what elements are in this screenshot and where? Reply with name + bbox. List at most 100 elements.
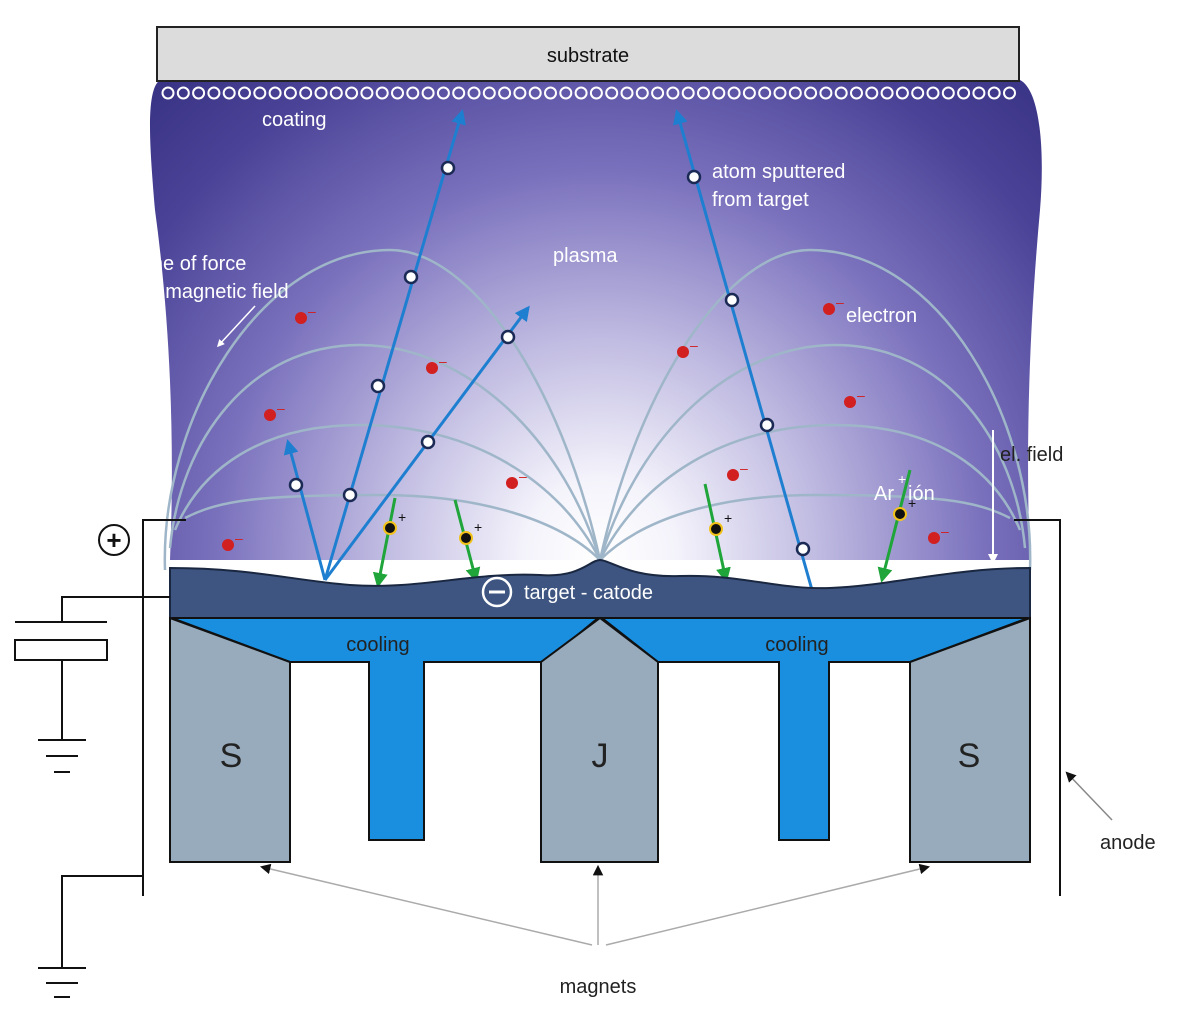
el-field-label: el. field <box>1000 444 1063 466</box>
coating-atom <box>589 86 603 100</box>
coating-atom <box>987 86 1001 100</box>
minus-circle-icon <box>481 576 513 608</box>
target-catode <box>169 558 1031 619</box>
ion-trajectory <box>877 469 912 583</box>
electron <box>727 469 739 481</box>
magnet-right-label: S <box>958 737 981 775</box>
ion-charge-sign: + <box>724 510 732 526</box>
sputtered-atom <box>795 541 811 557</box>
sputtered-atom <box>759 417 775 433</box>
anode-pointer <box>1065 771 1113 821</box>
electron-charge-sign: – <box>857 387 865 403</box>
coating-atom-row <box>161 86 1016 100</box>
coating-atom <box>727 86 741 100</box>
coating-atom <box>788 86 802 100</box>
coating-atom <box>421 86 435 100</box>
atom-trajectory <box>323 109 466 581</box>
coating-atom <box>283 86 297 100</box>
electron-charge-sign: – <box>308 303 316 319</box>
ion-charge-sign: + <box>908 495 916 511</box>
plus-terminal-icon <box>98 524 130 556</box>
coating-atom <box>651 86 665 100</box>
coating-atom <box>635 86 649 100</box>
electrons: –––––––––– <box>222 294 949 551</box>
coating-atom <box>345 86 359 100</box>
coating-atom <box>238 86 251 100</box>
atom-sputtered-label-2: from target <box>712 189 809 211</box>
coating-atom <box>574 86 588 100</box>
electron-charge-sign: – <box>519 468 527 484</box>
electron-label: electron <box>846 305 917 327</box>
substrate-label: substrate <box>547 45 629 67</box>
coating-atom <box>804 86 818 100</box>
line-of-force-label-2: of magnetic field <box>143 281 289 303</box>
ar-ion-label-suffix: ión <box>908 483 935 505</box>
coating-atom <box>375 86 389 100</box>
argon-ion <box>383 521 397 535</box>
field-line <box>598 343 1027 561</box>
coating-atom <box>513 86 527 100</box>
coating-atom <box>850 86 863 100</box>
field-line <box>598 248 1032 571</box>
argon-ions: ++++ <box>383 495 916 545</box>
coating-atom <box>176 86 190 100</box>
coating-atom <box>972 86 986 100</box>
electron-charge-sign: – <box>740 460 748 476</box>
coating-atom <box>957 86 971 100</box>
sputtered-atom <box>440 160 456 176</box>
field-line <box>184 493 601 561</box>
argon-ion <box>709 522 723 536</box>
electron <box>264 409 276 421</box>
electron-charge-sign: – <box>277 400 285 416</box>
electron <box>823 303 835 315</box>
coating-atom <box>299 86 313 100</box>
coating-atom <box>605 86 619 100</box>
argon-ion <box>459 531 473 545</box>
cooling-label-right: cooling <box>765 634 828 656</box>
coating-atom <box>620 86 634 100</box>
cooling-label-left: cooling <box>346 634 409 656</box>
coating-atom <box>666 86 680 100</box>
coating-atom <box>895 86 909 100</box>
magnet-left <box>169 616 291 863</box>
field-line <box>598 423 1022 561</box>
coating-atom <box>452 86 466 100</box>
coating-atom <box>207 86 221 100</box>
sputtered-atom <box>686 169 702 185</box>
field-line <box>168 343 602 561</box>
plasma-label: plasma <box>553 245 618 267</box>
coating-atom <box>467 86 481 100</box>
coating-atom <box>391 86 404 100</box>
electron-charge-sign: – <box>690 337 698 353</box>
sputtered-atom <box>420 434 436 450</box>
coating-atom <box>360 86 374 100</box>
magnet-right <box>909 616 1031 863</box>
coating-atom <box>926 86 940 100</box>
coating-atom <box>406 86 420 100</box>
substrate-plate <box>156 26 1020 82</box>
coating-atom <box>819 86 833 100</box>
electron <box>222 539 234 551</box>
coating-atom <box>222 86 236 100</box>
sputtered-atoms <box>288 160 811 557</box>
atom-trajectory <box>673 109 814 591</box>
power-supply-circuit <box>14 519 1061 998</box>
sputtered-atom-paths <box>283 109 814 591</box>
coating-atom <box>773 86 787 100</box>
magnet-center <box>540 616 659 863</box>
plus-terminal-sign: + <box>106 525 121 555</box>
magnets-label: magnets <box>560 976 637 998</box>
electron-charge-sign: – <box>439 353 447 369</box>
plasma-region <box>150 80 1042 560</box>
coating-atom <box>161 86 175 100</box>
coating-atom <box>192 86 206 100</box>
coating-atom <box>742 86 756 100</box>
atom-sputtered-label-1: atom sputtered <box>712 161 845 183</box>
coating-atom <box>865 86 879 100</box>
ar-ion-label-charge: + <box>898 471 906 487</box>
ion-charge-sign: + <box>398 509 406 525</box>
coating-atom <box>697 86 710 100</box>
coating-atom <box>528 86 542 100</box>
